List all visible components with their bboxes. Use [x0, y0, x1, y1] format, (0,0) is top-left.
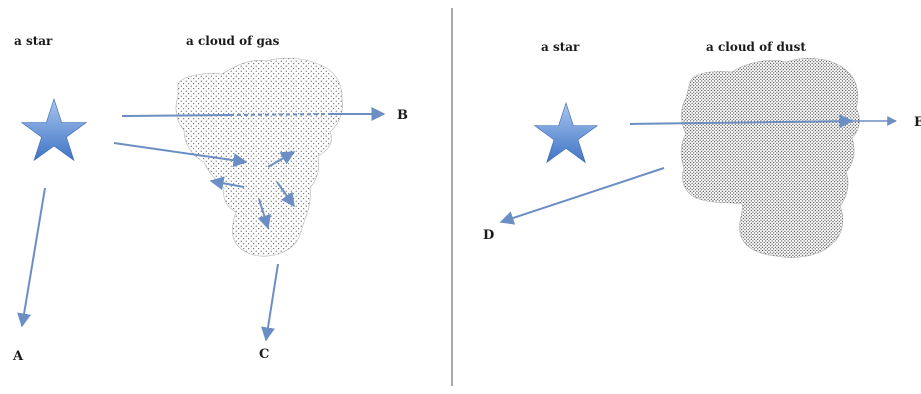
left-star-icon	[20, 98, 88, 162]
left-star-label: a star	[14, 34, 53, 48]
dust-cloud	[680, 57, 860, 258]
left-cloud-label: a cloud of gas	[186, 34, 280, 48]
arrow-through-dust	[629, 114, 854, 129]
right-star-label: a star	[541, 40, 580, 54]
right-panel: a star a cloud of dust E D	[483, 40, 921, 258]
arrow-to-c	[261, 263, 279, 342]
scatter-arrow-down	[257, 198, 271, 230]
right-arrows	[499, 114, 897, 225]
arrow-to-d	[499, 167, 665, 225]
arrow-into-cloud	[113, 142, 248, 168]
arrow-to-a	[17, 187, 46, 328]
point-label-d: D	[483, 228, 494, 243]
gas-cloud	[175, 57, 343, 257]
scatter-arrow-left	[209, 176, 245, 191]
left-arrows	[17, 107, 386, 342]
scatter-arrow-down-right	[276, 181, 295, 208]
point-label-c: C	[259, 347, 269, 362]
scatter-arrow-up-right	[267, 151, 296, 168]
point-label-b: B	[397, 108, 408, 123]
point-label-e: E	[914, 115, 921, 130]
right-cloud-label: a cloud of dust	[706, 40, 806, 54]
point-label-a: A	[12, 349, 24, 364]
left-panel: a star a cloud of gas B A C	[12, 34, 408, 364]
arrow-to-b-solid	[121, 114, 231, 117]
right-star-icon	[533, 102, 599, 164]
arrow-to-b-dashed	[229, 113, 331, 116]
